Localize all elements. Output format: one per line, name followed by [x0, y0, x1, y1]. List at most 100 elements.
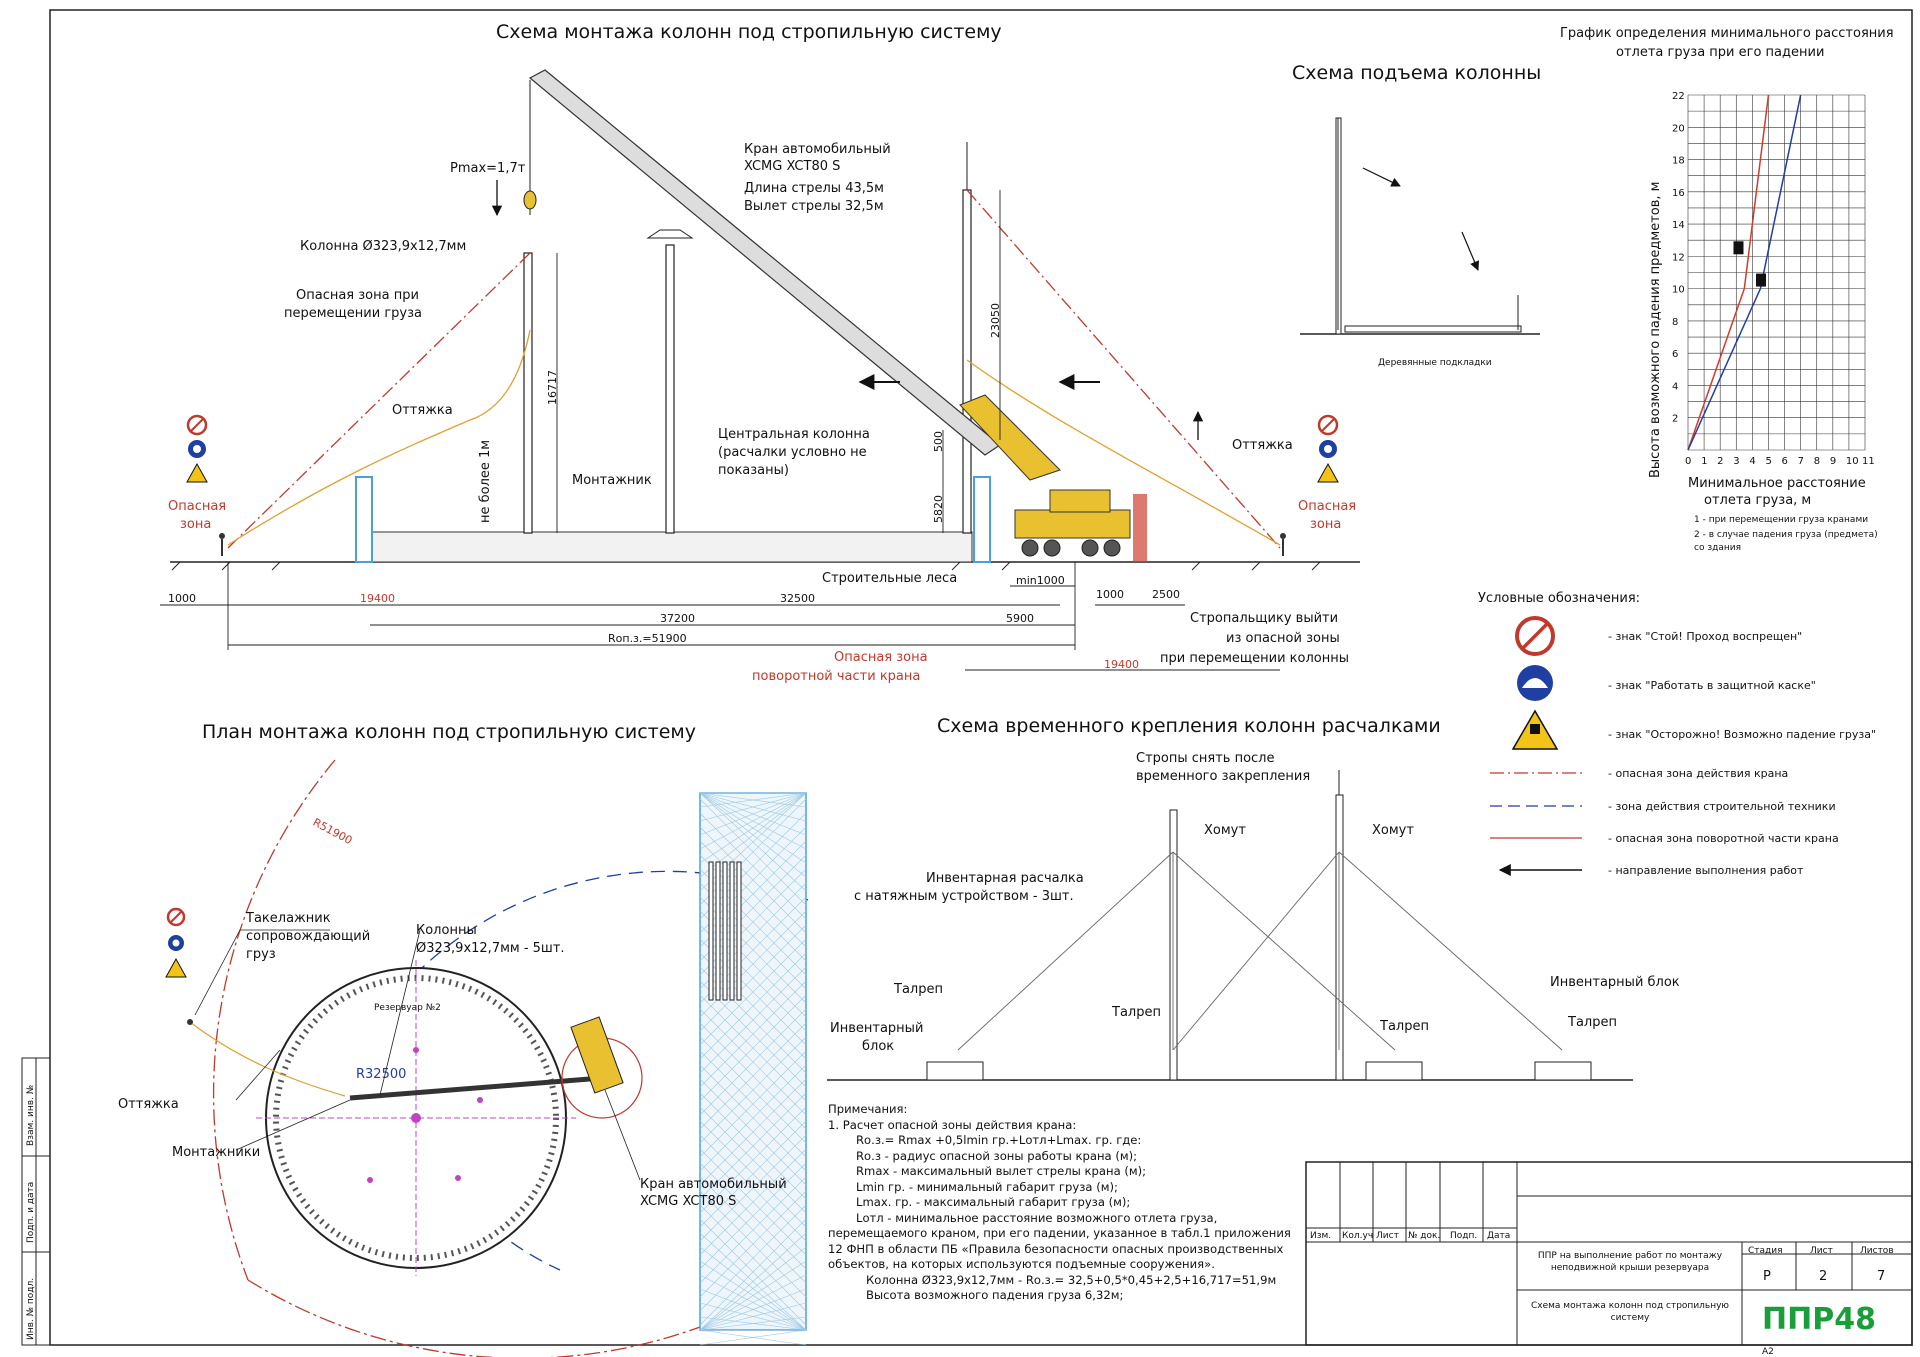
chart-xtick: 4: [1749, 456, 1755, 467]
title-main: Схема монтажа колонн под стропильную сис…: [496, 21, 1002, 43]
dim-5900: 5900: [1006, 612, 1034, 625]
label-danger-left-2: зона: [180, 517, 211, 532]
label-r32500: R32500: [356, 1067, 406, 1082]
note-line-4: Lmin гр. - минимальный габарит груза (м)…: [856, 1179, 1118, 1194]
tb-format: А2: [1762, 1347, 1774, 1357]
dim-roz: Rоп.з.=51900: [608, 632, 687, 645]
column-a: [1169, 809, 1178, 1081]
label-clamp-1: Хомут: [1204, 823, 1246, 838]
tb-sheets-h: Листов: [1860, 1246, 1894, 1256]
tb-sheet: 2: [1819, 1269, 1827, 1284]
dim-5820: 5820: [932, 495, 945, 523]
label-pmax: Pmax=1,7т: [450, 161, 526, 176]
chart-xtick: 6: [1782, 456, 1788, 467]
central-column: [665, 244, 675, 534]
legend-title: Условные обозначения:: [1478, 591, 1640, 606]
note-line-2: Rо.з - радиус опасной зоны работы крана …: [856, 1148, 1138, 1163]
legend-item-1: - знак "Работать в защитной каске": [1608, 679, 1816, 692]
danger-line-right: [966, 189, 1281, 549]
label-turnbuckle-3: Талреп: [1379, 1019, 1429, 1034]
legend-item-0: - знак "Стой! Проход воспрещен": [1608, 630, 1802, 643]
chart-ytick: 14: [1672, 220, 1685, 231]
label-crane-1: Кран автомобильный: [744, 142, 891, 157]
label-danger-move-2: перемещении груза: [284, 306, 422, 321]
label-crane-plan-1: Кран автомобильный: [640, 1177, 787, 1192]
chart-legend-2b: со здания: [1694, 543, 1741, 553]
label-guy-right: Оттяжка: [1232, 438, 1293, 453]
tank-roof: [371, 531, 973, 563]
dim-37200: 37200: [660, 612, 695, 625]
title-temp: Схема временного крепления колонн расчал…: [937, 715, 1441, 737]
dim-2500: 2500: [1152, 588, 1180, 601]
crane-boom: [528, 69, 1002, 456]
block-2: [1365, 1061, 1423, 1081]
label-central-1: Центральная колонна: [718, 427, 870, 442]
dim-19400: 19400: [360, 592, 395, 605]
label-rigger-3: груз: [246, 947, 276, 962]
label-r51900: R51900: [311, 816, 355, 847]
tb-col-0: Изм.: [1310, 1231, 1331, 1241]
label-slings-2: временного закрепления: [1136, 769, 1310, 784]
label-slinger-1: Стропальщику выйти: [1190, 611, 1338, 626]
label-slinger-2: из опасной зоны: [1226, 631, 1340, 646]
chart-xtick: 0: [1685, 456, 1691, 467]
label-guy-left: Оттяжка: [392, 403, 453, 418]
chart-marker: [1756, 273, 1767, 287]
label-column: Колонна Ø323,9х12,7мм: [300, 239, 466, 254]
chart-legend-2a: 2 - в случае падения груза (предмета): [1694, 530, 1878, 540]
tb-col-4: Подп.: [1450, 1231, 1477, 1241]
label-installer: Монтажник: [572, 473, 652, 488]
dim-32500: 32500: [780, 592, 815, 605]
legend-item-4: - зона действия строительной техники: [1608, 800, 1836, 813]
label-turnbuckle-1: Талреп: [893, 982, 943, 997]
crane-boom-plan: [349, 1075, 603, 1101]
note-line-10: Колонна Ø323,9х12,7мм - Rо.з.= 32,5+0,5*…: [866, 1272, 1277, 1287]
label-block-2: Инвентарный блок: [1550, 975, 1680, 990]
sheet-frame: [49, 9, 1913, 1346]
chart-xlabel-1: Минимальное расстояние: [1688, 476, 1866, 491]
legend-item-2: - знак "Осторожно! Возможно падение груз…: [1608, 728, 1876, 741]
chart-xtick: 5: [1765, 456, 1771, 467]
elevation-signs-left: [186, 414, 208, 483]
label-rot-2: поворотной части крана: [752, 669, 920, 684]
tb-col-5: Дата: [1487, 1231, 1510, 1241]
tb-col-2: Лист: [1376, 1231, 1399, 1241]
chart-xtick: 11: [1862, 456, 1875, 467]
lift-view: Деревянные подкладки: [1300, 117, 1540, 368]
chart-ytick: 10: [1672, 285, 1685, 296]
label-installers: Монтажники: [172, 1145, 260, 1160]
label-tank: Резервуар №2: [374, 1003, 441, 1013]
legend-item-6: - направление выполнения работ: [1608, 864, 1804, 877]
label-block-1a: Инвентарный: [830, 1021, 923, 1036]
chart-title-1: График определения минимального расстоян…: [1560, 26, 1894, 41]
chart-xtick: 10: [1846, 456, 1859, 467]
label-clamp-2: Хомут: [1372, 823, 1414, 838]
title-lift: Схема подъема колонны: [1292, 62, 1541, 84]
label-brace-2: с натяжным устройством - 3шт.: [854, 889, 1074, 904]
crane-plan: [570, 1016, 624, 1094]
crane-boom-base: [959, 394, 1061, 481]
note-line-0: 1. Расчет опасной зоны действия крана:: [828, 1117, 1077, 1132]
dim-19400b: 19400: [1104, 658, 1139, 671]
label-rot-1: Опасная зона: [834, 650, 928, 665]
chart-ytick: 20: [1672, 123, 1685, 134]
label-central-3: показаны): [718, 463, 789, 478]
chart-series: [1687, 94, 1802, 451]
chart-xtick: 3: [1733, 456, 1739, 467]
crane-body: [1014, 509, 1131, 539]
chart-xtick: 2: [1717, 456, 1723, 467]
tb-sheets: 7: [1877, 1269, 1885, 1284]
label-central-2: (расчалки условно не: [718, 445, 867, 460]
tb-stage-h: Стадия: [1748, 1246, 1783, 1256]
label-columns-1: Колонны: [416, 923, 477, 938]
chart-marker: [1733, 241, 1744, 255]
column-left: [523, 252, 533, 534]
plan-view: Резервуар №2 R51900 R32500 Такелажник со…: [118, 759, 809, 1357]
dim-500: 500: [932, 431, 945, 452]
column-b: [1335, 794, 1344, 1081]
dim-1000: 1000: [168, 592, 196, 605]
label-crane-4: Вылет стрелы 32,5м: [744, 199, 884, 214]
label-rigger-2: сопровождающий: [246, 929, 370, 944]
label-turnbuckle-2: Талреп: [1111, 1005, 1161, 1020]
